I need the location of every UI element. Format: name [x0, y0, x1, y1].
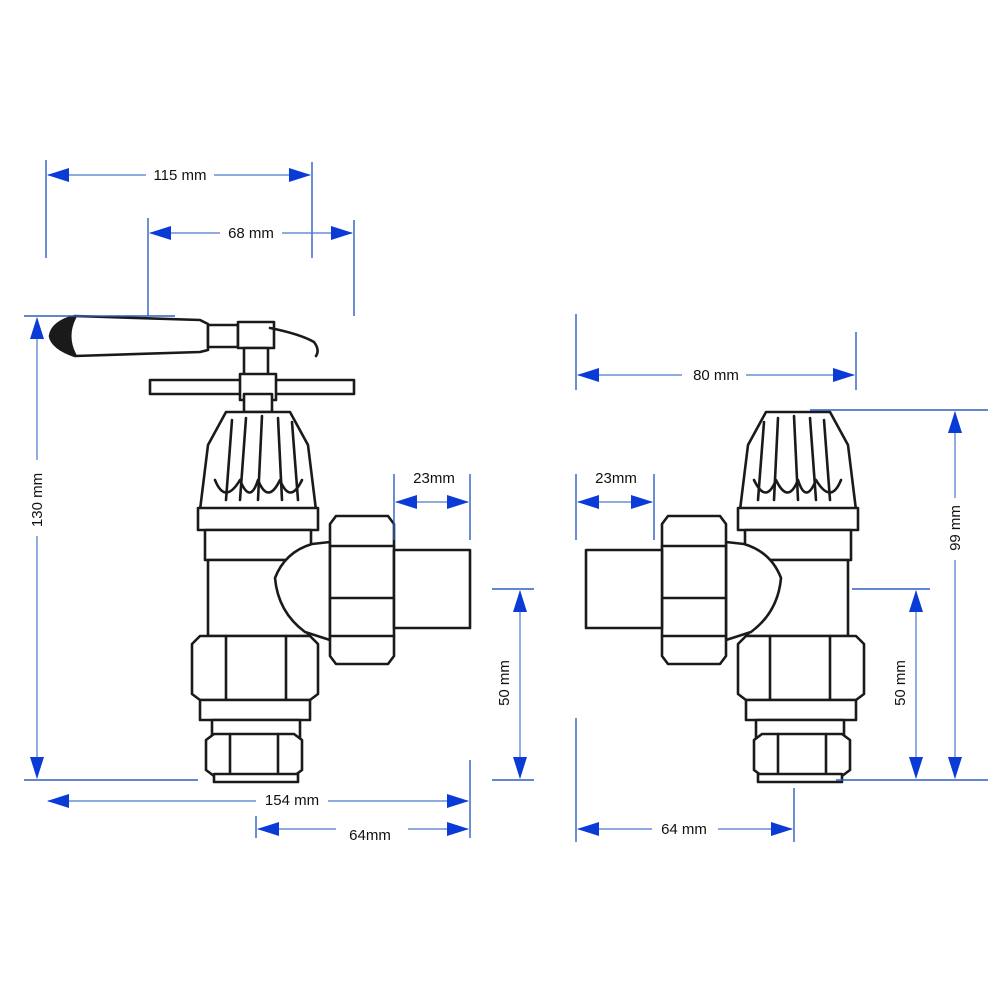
- dim-label-68: 68 mm: [228, 225, 274, 242]
- dim-label-50-left: 50 mm: [496, 660, 513, 706]
- dim-label-99: 99 mm: [947, 505, 964, 551]
- left-dimensions: 115 mm 68 mm 130 mm 23mm 50 mm 154 mm: [24, 160, 534, 844]
- dim-label-50-right: 50 mm: [892, 660, 909, 706]
- dim-label-154: 154 mm: [265, 792, 319, 809]
- dim-label-23-right: 23mm: [595, 470, 637, 487]
- dim-label-64-left: 64mm: [349, 827, 391, 844]
- dim-label-23-left: 23mm: [413, 470, 455, 487]
- dim-label-115: 115 mm: [153, 167, 206, 184]
- dim-label-130: 130 mm: [29, 473, 46, 527]
- dim-label-80: 80 mm: [693, 367, 739, 384]
- right-dimensions: 80 mm 23mm 99 mm 50 mm 64 mm: [575, 314, 988, 842]
- left-valve-drawing: [48, 314, 472, 784]
- dim-label-64-right: 64 mm: [661, 821, 707, 838]
